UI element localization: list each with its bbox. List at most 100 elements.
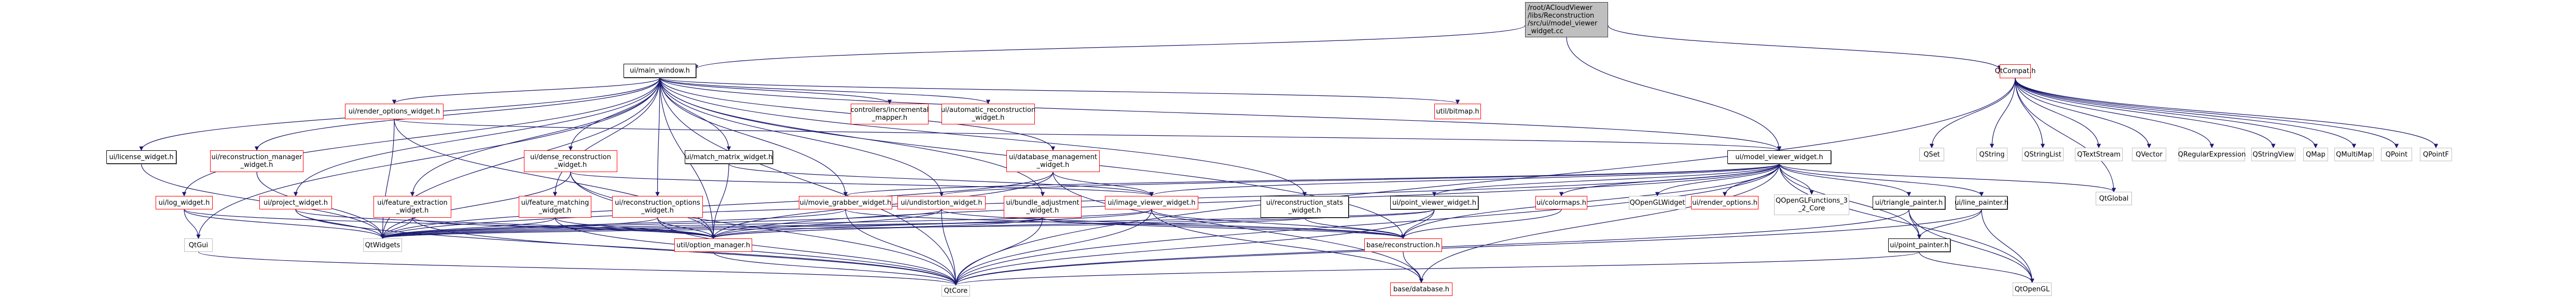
edge-qtcompat-to-qpoint [2015, 78, 2399, 148]
edge-qtgui-to-qtcore [198, 251, 958, 286]
node-reconstruction-stats[interactable]: ui/reconstruction_stats _widget.h [1261, 196, 1349, 218]
edge-model-viewer-widget-to-qtglobal [1779, 163, 2116, 192]
edge-qtcompat-to-qstringview [2015, 78, 2276, 148]
node-qopenglfunctions[interactable]: QOpenGLFunctions_3 _2_Core [1774, 194, 1849, 215]
edge-main-window-to-log-widget [182, 77, 660, 196]
edge-render-options-widget-to-qtwidgets [380, 119, 395, 239]
node-reconstruction[interactable]: base/reconstruction.h [1364, 238, 1442, 252]
node-qtopengl[interactable]: QtOpenGL [2013, 282, 2052, 296]
node-dense-reconstruction[interactable]: ui/dense_reconstruction _widget.h [524, 150, 617, 172]
node-match-matrix[interactable]: ui/match_matrix_widget.h [685, 150, 773, 164]
node-database[interactable]: base/database.h [1390, 282, 1452, 296]
edge-qtcompat-to-qregularexpression [2015, 78, 2214, 148]
edge-qtcompat-to-qset [1929, 78, 2016, 148]
node-qstringlist[interactable]: QStringList [2022, 148, 2063, 161]
edge-bundle-adjustment-to-qtcore [953, 217, 1043, 286]
edge-qtcompat-to-qstring [1989, 78, 2016, 148]
edge-root-to-model-viewer-widget [1566, 37, 1782, 151]
edge-model-viewer-widget-to-option-manager [711, 163, 1780, 239]
edge-movie-grabber-to-qtwidgets [380, 209, 846, 239]
node-root[interactable]: /root/ACloudViewer /libs/Reconstruction … [1525, 2, 1608, 37]
node-feature-matching[interactable]: ui/feature_matching _widget.h [519, 196, 591, 218]
edge-log-widget-to-qtgui [184, 209, 201, 239]
edge-model-viewer-widget-to-reconstruction [1401, 163, 1780, 239]
node-triangle-painter[interactable]: ui/triangle_painter.h [1873, 196, 1945, 209]
node-qmultimap[interactable]: QMultiMap [2334, 148, 2374, 161]
node-feature-extraction[interactable]: ui/feature_extraction _widget.h [373, 196, 451, 218]
edge-model-viewer-widget-to-database [1419, 163, 1780, 283]
edge-reconstruction-options-to-option-manager [657, 217, 716, 239]
edge-model-viewer-widget-to-qtopengl [1779, 163, 2034, 283]
node-qset[interactable]: QSet [1919, 148, 1944, 161]
node-qmap[interactable]: QMap [2303, 148, 2328, 161]
node-qvector[interactable]: QVector [2132, 148, 2166, 161]
node-undistortion[interactable]: ui/undistortion_widget.h [897, 196, 986, 209]
edge-line-painter-to-qtcore [953, 209, 1982, 286]
edge-project-widget-to-qtcore [295, 209, 958, 286]
edge-main-window-to-reconstruction-options [655, 77, 660, 196]
edge-qtcompat-to-qpointf [2015, 78, 2439, 148]
node-bundle-adjustment[interactable]: ui/bundle_adjustment _widget.h [1004, 196, 1082, 218]
edge-qtcompat-to-qmap [2015, 78, 2318, 148]
node-incremental-mapper[interactable]: controllers/incremental _mapper.h [851, 104, 929, 124]
node-qtcompat[interactable]: QtCompat.h [1995, 64, 2035, 78]
edge-image-viewer-to-qtcore [953, 209, 1152, 286]
edge-main-window-to-render-options-widget [392, 77, 660, 104]
node-database-management[interactable]: ui/database_management _widget.h [1006, 150, 1100, 172]
node-qopenglwidget[interactable]: QOpenGLWidget [1629, 196, 1686, 209]
edge-model-viewer-widget-to-movie-grabber [843, 163, 1780, 196]
node-project-widget[interactable]: ui/project_widget.h [259, 196, 332, 209]
node-colormaps[interactable]: ui/colormaps.h [1535, 196, 1587, 209]
edge-main-window-to-project-widget [293, 77, 660, 196]
edge-model-viewer-widget-to-qopenglfunctions [1779, 163, 1814, 195]
node-qregularexpression[interactable]: QRegularExpression [2178, 148, 2246, 161]
edge-qtcompat-to-qtextstream [2015, 78, 2101, 148]
node-qtglobal[interactable]: QtGlobal [2096, 192, 2132, 205]
node-bitmap[interactable]: util/bitmap.h [1434, 104, 1481, 119]
node-line-painter[interactable]: ui/line_painter.h [1955, 196, 2009, 209]
edge-root-to-main-window [694, 25, 1526, 69]
node-render-options[interactable]: ui/render_options.h [1691, 196, 1758, 209]
edge-reconstruction-stats-to-reconstruction [1304, 217, 1406, 239]
node-point-painter[interactable]: ui/point_painter.h [1888, 238, 1950, 252]
node-qstring[interactable]: QString [1976, 148, 2007, 161]
node-qpoint[interactable]: QPoint [2381, 148, 2412, 161]
node-qpointf[interactable]: QPointF [2420, 148, 2452, 161]
node-automatic-reconstruction[interactable]: ui/automatic_reconstruction _widget.h [941, 104, 1035, 124]
node-qtwidgets[interactable]: QtWidgets [363, 238, 402, 252]
node-qtgui[interactable]: QtGui [184, 238, 213, 252]
edge-line-painter-to-qtopengl [1981, 209, 2034, 283]
node-reconstruction-options[interactable]: ui/reconstruction_options _widget.h [612, 196, 703, 218]
edge-qtcompat-to-qtglobal [2015, 78, 2116, 192]
node-qstringview[interactable]: QStringView [2251, 148, 2295, 161]
node-qtextstream[interactable]: QTextStream [2075, 148, 2123, 161]
edge-main-window-to-feature-extraction [410, 77, 660, 196]
edge-reconstruction-stats-to-qtwidgets [380, 217, 1305, 239]
node-point-viewer[interactable]: ui/point_viewer_widget.h [1390, 196, 1478, 209]
edge-main-window-to-reconstruction-stats [659, 77, 1307, 196]
edge-triangle-painter-to-qtopengl [1908, 209, 2034, 283]
edge-main-window-to-reconstruction-manager [254, 77, 660, 151]
edge-main-window-to-dense-reconstruction [568, 77, 660, 151]
edge-point-painter-to-qtopengl [1919, 251, 2034, 283]
node-qtcore[interactable]: QtCore [941, 285, 970, 296]
node-reconstruction-manager[interactable]: ui/reconstruction_manager _widget.h [210, 150, 303, 172]
edge-image-viewer-to-option-manager [711, 209, 1152, 239]
edge-qtcompat-to-qtcore [953, 78, 2016, 286]
edge-qtcompat-to-qmultimap [2015, 78, 2357, 148]
edge-undistortion-to-qtcore [941, 209, 958, 286]
node-image-viewer[interactable]: ui/image_viewer_widget.h [1105, 196, 1198, 209]
node-model-viewer-widget[interactable]: ui/model_viewer_widget.h [1727, 150, 1831, 164]
edge-project-widget-to-option-manager [295, 209, 715, 239]
node-render-options-widget[interactable]: ui/render_options_widget.h [345, 104, 444, 119]
edge-line-painter-to-point-painter [1917, 209, 1982, 239]
node-main-window[interactable]: ui/main_window.h [624, 64, 696, 78]
edge-log-widget-to-qtwidgets [184, 209, 385, 239]
node-log-widget[interactable]: ui/log_widget.h [156, 196, 213, 209]
node-option-manager[interactable]: util/option_manager.h [674, 238, 752, 252]
edge-movie-grabber-to-reconstruction [845, 209, 1405, 239]
edge-undistortion-to-option-manager [711, 209, 942, 239]
node-license-widget[interactable]: ui/license_widget.h [106, 150, 176, 164]
node-movie-grabber[interactable]: ui/movie_grabber_widget.h [799, 196, 892, 209]
